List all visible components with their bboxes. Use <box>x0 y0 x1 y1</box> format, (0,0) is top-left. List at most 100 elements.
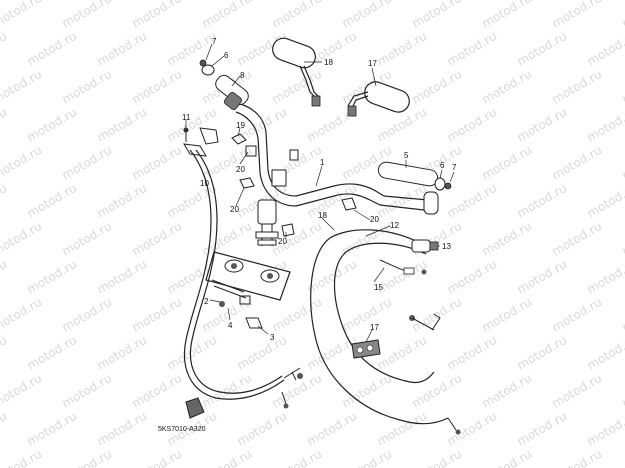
watermark-text: motod.ru <box>620 67 625 107</box>
small-fasteners <box>211 279 263 329</box>
callout-17: 17 <box>370 323 379 332</box>
watermark-text: motod.ru <box>445 257 500 297</box>
leader-lines <box>185 43 455 343</box>
callout-10: 10 <box>200 179 209 188</box>
callout-13: 13 <box>442 242 451 251</box>
watermark-text: motod.ru <box>480 143 535 183</box>
watermark-text: motod.ru <box>305 409 360 449</box>
watermark-text: motod.ru <box>375 181 430 221</box>
callout-3: 3 <box>270 333 275 342</box>
watermark-text: motod.ru <box>130 67 185 107</box>
callout-11: 11 <box>182 113 191 122</box>
watermark-text: motod.ru <box>410 219 465 259</box>
watermark-text: motod.ru <box>480 295 535 335</box>
watermark-text: motod.ru <box>620 371 625 411</box>
watermark-text: motod.ru <box>585 257 625 297</box>
grip-end-screw-left <box>199 59 207 67</box>
watermark-text: motod.ru <box>130 0 185 31</box>
handlebar-tube-inner <box>235 111 381 207</box>
watermark-text: motod.ru <box>515 29 570 69</box>
clutch-cable-tip <box>281 391 287 405</box>
watermark-text: motod.ru <box>0 409 9 449</box>
watermark-text: motod.ru <box>305 333 360 373</box>
watermark-text: motod.ru <box>0 105 9 145</box>
callout-18: 18 <box>318 211 327 220</box>
adjuster <box>411 239 439 253</box>
callout-6-left: 6 <box>224 51 229 60</box>
clutch-cable <box>184 149 285 400</box>
watermark-text: motod.ru <box>0 447 44 468</box>
callout-14: 17 <box>368 59 377 68</box>
callout-4: 4 <box>228 321 233 330</box>
watermark-text: motod.ru <box>305 257 360 297</box>
watermark-text: motod.ru <box>95 409 150 449</box>
watermark-text: motod.ru <box>60 371 115 411</box>
watermark-text: motod.ru <box>60 143 115 183</box>
watermark-text: motod.ru <box>130 371 185 411</box>
callouts: 7 6 8 18 17 1 5 6 7 11 19 20 10 20 20 18… <box>182 37 457 342</box>
watermark-text: motod.ru <box>550 371 605 411</box>
throttle-cable-end <box>431 313 441 331</box>
watermark-text: motod.ru <box>200 371 255 411</box>
callout-20-b: 20 <box>230 205 239 214</box>
watermark-text: motod.ru <box>410 67 465 107</box>
handlebar-tube <box>239 103 385 197</box>
throttle-cable-2 <box>333 242 435 384</box>
watermark-text: motod.ru <box>480 219 535 259</box>
watermark-text: motod.ru <box>60 295 115 335</box>
watermark-text: motod.ru <box>130 447 185 468</box>
watermark-text: motod.ru <box>60 67 115 107</box>
watermark-text: motod.ru <box>550 67 605 107</box>
clutch-cable-nut <box>297 373 303 379</box>
cable-clips <box>231 133 357 237</box>
callout-6-right: 6 <box>440 161 445 170</box>
watermark-text: motod.ru <box>0 257 9 297</box>
watermark-text: motod.ru <box>25 181 80 221</box>
watermark-text: motod.ru <box>0 219 44 259</box>
lower-holder <box>205 251 291 301</box>
watermark-text: motod.ru <box>585 105 625 145</box>
grip-left <box>215 74 249 111</box>
watermark-text: motod.ru <box>620 447 625 468</box>
watermark-text: motod.ru <box>95 29 150 69</box>
watermark-text: motod.ru <box>165 105 220 145</box>
throttle-housing <box>423 191 439 215</box>
watermark-text: motod.ru <box>0 67 44 107</box>
watermark-text: motod.ru <box>95 333 150 373</box>
watermark-text: motod.ru <box>515 409 570 449</box>
watermark-text: motod.ru <box>25 105 80 145</box>
watermark-text: motod.ru <box>620 219 625 259</box>
watermark-text: motod.ru <box>480 447 535 468</box>
watermark-text: motod.ru <box>340 219 395 259</box>
watermark-text: motod.ru <box>620 0 625 31</box>
watermark-text: motod.ru <box>620 143 625 183</box>
watermark-text: motod.ru <box>340 295 395 335</box>
callout-8: 8 <box>240 71 245 80</box>
handlebar-assembly <box>183 37 461 435</box>
watermark-text: motod.ru <box>585 181 625 221</box>
clutch-cable-end <box>283 367 301 381</box>
watermark-text: motod.ru <box>95 257 150 297</box>
watermark-text: motod.ru <box>410 295 465 335</box>
grip-end-right <box>434 177 446 191</box>
watermark-text: motod.ru <box>0 333 9 373</box>
callout-20-c: 20 <box>278 237 287 246</box>
watermark-text: motod.ru <box>165 29 220 69</box>
watermark-text: motod.ru <box>340 371 395 411</box>
watermark-text: motod.ru <box>480 371 535 411</box>
watermark-text: motod.ru <box>130 143 185 183</box>
watermark-text: motod.ru <box>200 219 255 259</box>
callout-5: 5 <box>404 151 409 160</box>
watermark-text: motod.ru <box>235 333 290 373</box>
watermark-text: motod.ru <box>95 181 150 221</box>
watermark-text: motod.ru <box>375 29 430 69</box>
watermark-text: motod.ru <box>25 29 80 69</box>
watermark-text: motod.ru <box>130 219 185 259</box>
throttle-cable-1 <box>310 229 449 425</box>
watermark-text: motod.ru <box>410 371 465 411</box>
watermark-text: motod.ru <box>550 295 605 335</box>
callout-7-right: 7 <box>452 163 457 172</box>
watermark-text: motod.ru <box>515 257 570 297</box>
callout-16: 15 <box>374 283 383 292</box>
